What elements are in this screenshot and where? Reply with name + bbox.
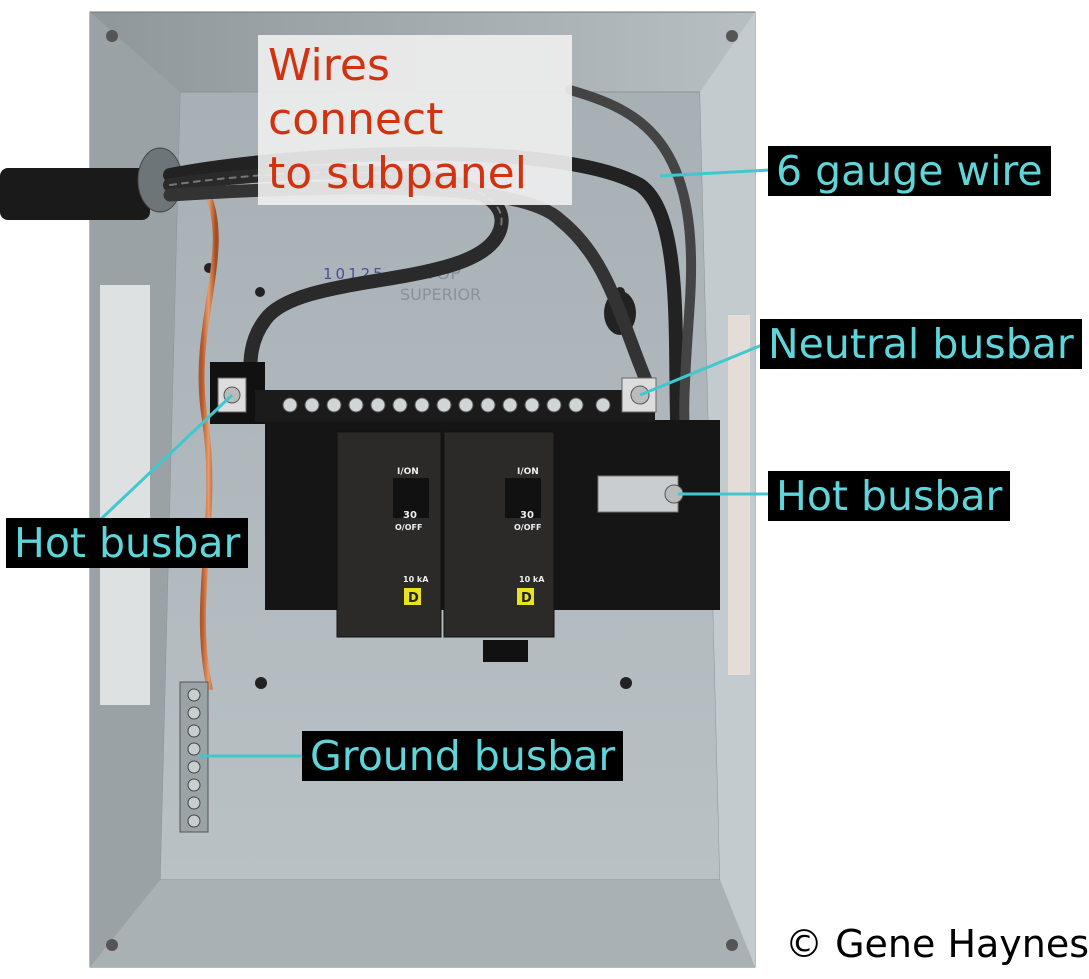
breaker-on-mark: I/ON <box>517 467 539 477</box>
breaker-logo-badge <box>404 588 421 605</box>
breaker-logo-badge <box>517 588 534 605</box>
breaker-off-mark: O/OFF <box>514 523 541 532</box>
breaker-on-mark: I/ON <box>397 467 419 477</box>
breaker-logo: D <box>521 591 532 606</box>
enclosure-right-wall <box>700 12 755 967</box>
neutral-busbar-label: Neutral busbar <box>760 319 1082 369</box>
breaker-logo: D <box>408 591 419 606</box>
hot-busbar-right-label: Hot busbar <box>768 471 1011 521</box>
breaker-amps: 30 <box>403 510 417 521</box>
enclosure-bottom-wall <box>90 880 755 967</box>
neutral-busbar-graphic <box>255 390 655 422</box>
superior-mark: SUPERIOR <box>400 285 481 304</box>
six-gauge-wire-label: 6 gauge wire <box>768 146 1051 196</box>
breaker-body <box>443 431 555 638</box>
copyright-credit: © Gene Haynes <box>785 922 1089 966</box>
ground-busbar-label: Ground busbar <box>302 731 624 781</box>
wires-connect-label: Wires connect to subpanel <box>258 35 572 205</box>
breaker-2: I/ON 30 O/OFF 10 kA D <box>443 431 555 638</box>
wires-connect-line-2: to subpanel <box>268 148 527 199</box>
wires-connect-line-1: Wires connect <box>268 40 444 145</box>
breaker-amps: 30 <box>520 510 534 521</box>
breaker-1: I/ON 30 O/OFF 10 kA D <box>336 431 442 638</box>
breaker-body <box>336 431 442 638</box>
neutral-busbar-screws <box>282 397 611 413</box>
breaker-rating: 10 kA <box>403 575 429 584</box>
breaker-off-mark: O/OFF <box>395 523 422 532</box>
breaker-handle <box>393 478 429 518</box>
feeder-cable <box>0 168 150 220</box>
hot-busbar-left-label: Hot busbar <box>6 518 249 568</box>
mounting-holes <box>106 30 738 951</box>
breaker-rating: 10 kA <box>519 575 545 584</box>
neutral-busbar-lug <box>621 377 657 413</box>
hot-busbar-right-lug <box>597 475 684 513</box>
breaker-handle <box>505 478 541 518</box>
breaker-clip <box>483 640 528 662</box>
leader-lines <box>98 168 771 758</box>
